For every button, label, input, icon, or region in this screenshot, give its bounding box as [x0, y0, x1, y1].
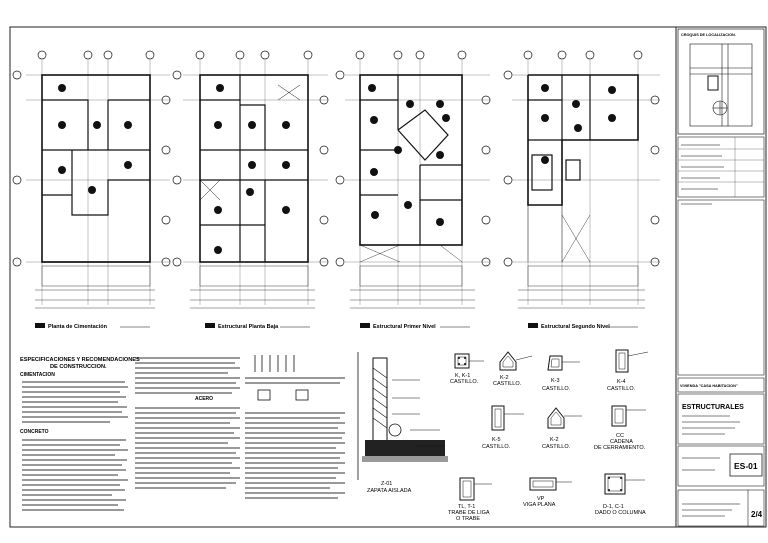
detail-label-cc: CC	[616, 433, 624, 439]
detail-label-d1-c1: D-1, C-1	[603, 504, 624, 510]
location-title: CROQUIS DE LOCALIZACION.	[681, 33, 736, 37]
detail-label-k4: K-4	[617, 379, 626, 385]
plan-primer-nivel: Estructural Primer Nivel	[335, 50, 491, 330]
plan-planta-baja: Estructural Planta Baja	[172, 50, 329, 330]
zapata-label-2: ZAPATA AISLADA	[367, 488, 412, 494]
plan-cimentacion: Planta de Cimentación	[12, 50, 171, 330]
detail-label-k-k1: K, K-1	[455, 373, 470, 379]
detail-label-tl-t1: TL, T-1	[458, 504, 475, 510]
detail-k5: K-5 CASTILLO.	[482, 405, 524, 450]
specifications: ESPECIFICACIONES Y RECOMENDACIONES DE CO…	[20, 355, 345, 511]
detail-cc: CC CADENA DE CERRAMIENTO.	[594, 405, 646, 451]
zapata-label-1: Z-01	[381, 481, 392, 487]
detail-k2-b: K-2 CASTILLO.	[542, 407, 582, 450]
detail-label-k3: K-3	[551, 378, 560, 384]
detail-sub-vp: VIGA PLANA	[523, 502, 556, 508]
zapata-detail: Z-01 ZAPATA AISLADA	[357, 352, 448, 494]
detail-label-k5: K-5	[492, 437, 501, 443]
detail-sub-k2-a: CASTILLO.	[493, 381, 522, 387]
detail-label-k2-a: K-2	[500, 375, 509, 381]
detail-sub-tl-t1: TRABE DE LIGA	[448, 510, 490, 516]
plan-title-4: Estructural Segundo Nivel	[541, 324, 610, 330]
sheet-number: 2/4	[751, 510, 763, 519]
detail-vp: VP VIGA PLANA	[523, 477, 572, 508]
detail-sub2-cc: DE CERRAMIENTO.	[594, 445, 646, 451]
detail-k-k1: K, K-1 CASTILLO.	[450, 353, 484, 385]
detail-sub-k-k1: CASTILLO.	[450, 379, 479, 385]
detail-sub-k4: CASTILLO.	[607, 386, 636, 392]
detail-d1-c1: D-1, C-1 DADO O COLUMNA	[595, 473, 646, 516]
detail-sub-k3: CASTILLO.	[542, 386, 571, 392]
detail-label-vp: VP	[537, 496, 545, 502]
detail-k4: K-4 CASTILLO.	[607, 349, 649, 392]
sheet-code: ES-01	[734, 461, 758, 471]
detail-sub-cc: CADENA	[610, 439, 633, 445]
plan-title-3: Estructural Primer Nivel	[373, 324, 436, 330]
project-name: VIVIENDA "CASA HABITACION"	[680, 384, 738, 388]
detail-k2-a: K-2 CASTILLO.	[493, 351, 533, 387]
sheet-type: ESTRUCTURALES	[682, 404, 744, 411]
location-sketch	[689, 43, 753, 127]
plan-title-1: Planta de Cimentación	[48, 324, 108, 330]
title-block: CROQUIS DE LOCALIZACION. VIVIENDA "CASA …	[675, 27, 765, 527]
specs-section-concreto: CONCRETO	[20, 429, 49, 435]
detail-sub-k2-b: CASTILLO.	[542, 444, 571, 450]
sheet-border	[9, 26, 767, 528]
plan-title-2: Estructural Planta Baja	[218, 324, 279, 330]
plan-segundo-nivel: Estructural Segundo Nivel	[503, 50, 660, 330]
specs-section-acero: ACERO	[195, 396, 213, 402]
specs-section-cimentacion: CIMENTACION	[20, 372, 55, 378]
structural-details: K, K-1 CASTILLO. K-2 CASTILLO. K-3 CASTI…	[448, 349, 649, 522]
detail-label-k2-b: K-2	[550, 437, 559, 443]
detail-sub2-tl-t1: O TRABE	[456, 516, 480, 522]
detail-sub-k5: CASTILLO.	[482, 444, 511, 450]
specs-heading-1: ESPECIFICACIONES Y RECOMENDACIONES	[20, 357, 140, 363]
detail-k3: K-3 CASTILLO.	[542, 355, 580, 392]
detail-sub-d1-c1: DADO O COLUMNA	[595, 510, 646, 516]
detail-tl-t1: TL, T-1 TRABE DE LIGA O TRABE	[448, 477, 492, 522]
specs-heading-2: DE CONSTRUCCION.	[50, 364, 107, 370]
